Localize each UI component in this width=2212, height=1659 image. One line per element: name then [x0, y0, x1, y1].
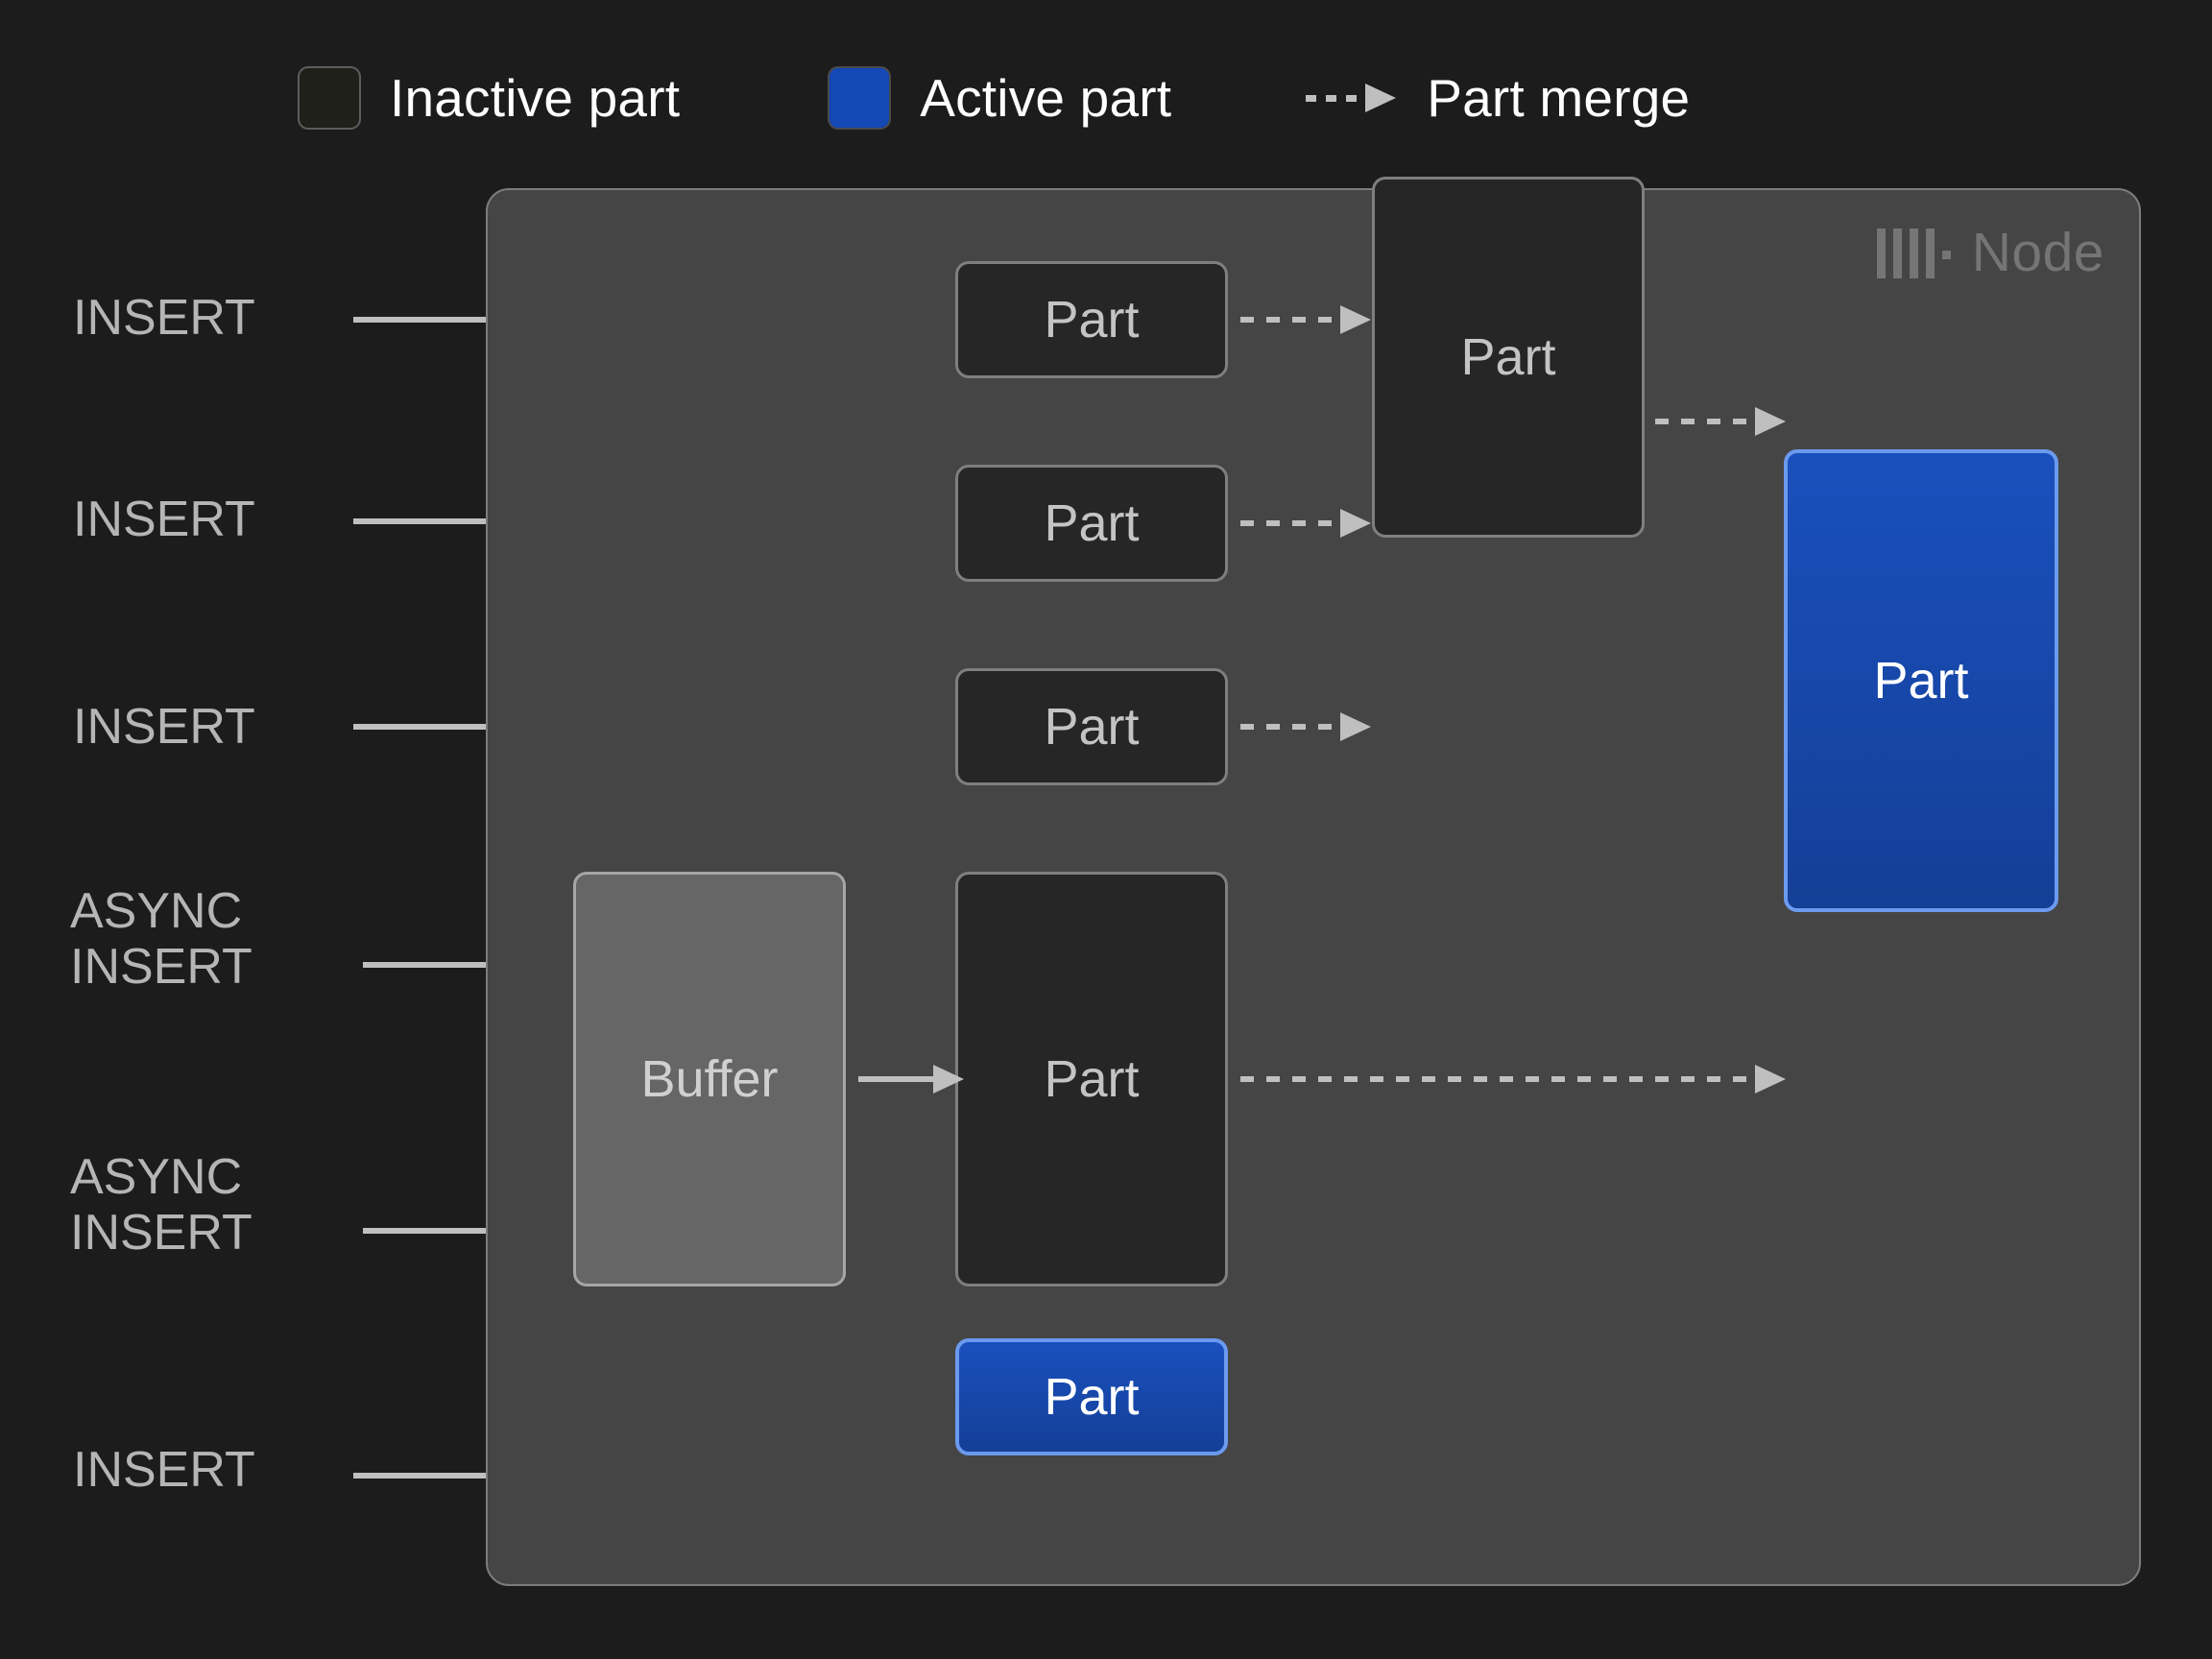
source-label-async-insert-1: ASYNC INSERT — [70, 883, 252, 996]
legend-item-inactive-part: Inactive part — [298, 66, 680, 130]
part-box-inactive-2[interactable]: Part — [955, 465, 1228, 582]
node-badge: Node — [1876, 221, 2104, 284]
merge-arrow-part1-to-merged — [1240, 305, 1375, 334]
legend-item-active-part: Active part — [828, 66, 1171, 130]
merge-arrow-part3-to-merged — [1240, 712, 1375, 741]
part-box-active-big[interactable]: Part — [1784, 449, 2058, 912]
inactive-part-swatch-icon — [298, 66, 361, 130]
part-box-merged[interactable]: Part — [1372, 177, 1645, 538]
legend-item-part-merge: Part merge — [1306, 67, 1690, 129]
legend: Inactive part Active part Part merge — [298, 60, 1949, 136]
legend-label-active-part: Active part — [920, 68, 1172, 128]
part-box-from-buffer[interactable]: Part — [955, 872, 1228, 1286]
part-box-active-new[interactable]: Part — [955, 1338, 1228, 1455]
merge-arrow-merged-to-active — [1655, 407, 1790, 436]
node-label: Node — [1971, 222, 2104, 283]
source-label-insert-2: INSERT — [73, 492, 255, 547]
buffer-box[interactable]: Buffer — [573, 872, 846, 1286]
node-container: Node Part Part Part Part Buffer Part Par… — [486, 177, 2141, 1586]
part-box-inactive-3[interactable]: Part — [955, 668, 1228, 785]
source-label-async-insert-2: ASYNC INSERT — [70, 1149, 252, 1262]
arrow-buffer-to-part — [858, 1065, 964, 1094]
part-box-inactive-1[interactable]: Part — [955, 261, 1228, 378]
merge-arrow-part2-to-merged — [1240, 509, 1375, 538]
source-label-insert-4: INSERT — [73, 1442, 255, 1498]
legend-label-part-merge: Part merge — [1427, 68, 1691, 128]
part-merge-arrow-icon — [1306, 84, 1398, 112]
legend-label-inactive-part: Inactive part — [390, 68, 681, 128]
merge-arrow-bufferpart-to-active — [1240, 1065, 1788, 1094]
source-label-insert-1: INSERT — [73, 290, 255, 346]
source-label-insert-3: INSERT — [73, 699, 255, 755]
clickhouse-logo-icon — [1876, 227, 1951, 278]
active-part-swatch-icon — [828, 66, 892, 130]
